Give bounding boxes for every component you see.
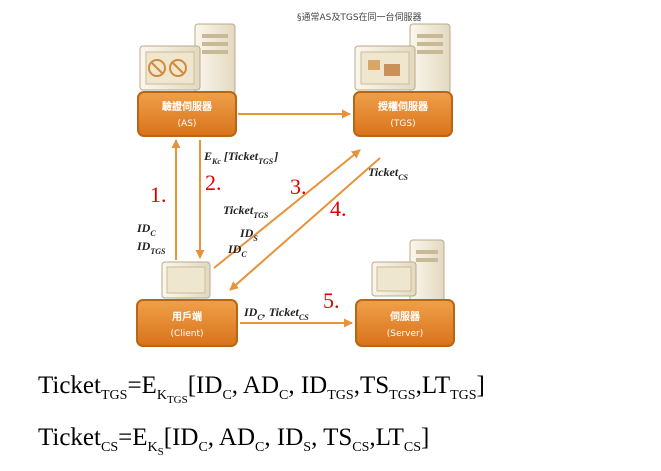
tgs-subtitle: (TGS): [390, 119, 415, 129]
formula-ticket-cs: TicketCS=EKS[IDC, ADC, IDS, TSCS,LTCS]: [38, 424, 430, 458]
step-5: 5.: [323, 288, 340, 313]
as-title: 驗證伺服器: [162, 100, 213, 113]
label-ticket-cs-top: TicketCS: [368, 165, 409, 182]
label-ticket-tgs: TicketTGS: [223, 203, 269, 220]
arrow-client-to-tgs: [213, 149, 361, 269]
server-title: 伺服器: [389, 310, 421, 323]
server-node: 伺服器 (Server): [355, 239, 455, 347]
as-subtitle: (AS): [178, 119, 197, 129]
formula-ticket-tgs: TicketTGS=EKTGS[IDC, ADC, IDTGS,TSTGS,LT…: [38, 372, 485, 406]
client-node: 用戶端 (Client): [136, 261, 238, 347]
tgs-node: 授權伺服器 (TGS): [353, 23, 453, 137]
label-e-kc-ticket-tgs: EKc[TicketTGS]: [203, 149, 278, 166]
client-computer-icon: [161, 261, 211, 304]
step-1: 1.: [150, 182, 167, 207]
as-server-icon: [139, 23, 236, 95]
tgs-box: [353, 91, 453, 137]
label-id-c-mid: IDC: [227, 242, 247, 259]
top-note: §通常AS及TGS在同一台伺服器: [297, 11, 422, 23]
as-box: [137, 91, 237, 137]
label-id-s: IDS: [239, 226, 258, 243]
step-2: 2.: [205, 170, 222, 195]
server-subtitle: (Server): [387, 329, 424, 339]
label-id-c-ticket-cs: IDC, TicketCS: [243, 305, 309, 322]
as-node: 驗證伺服器 (AS): [137, 23, 237, 137]
client-subtitle: (Client): [170, 329, 203, 339]
tgs-server-icon: [354, 23, 451, 95]
step-3: 3.: [290, 174, 307, 199]
client-box: [136, 299, 238, 347]
label-id-c: IDC: [136, 221, 156, 238]
server-box: [355, 299, 455, 347]
client-title: 用戶端: [171, 310, 202, 323]
step-4: 4.: [330, 196, 347, 221]
tgs-title: 授權伺服器: [378, 100, 429, 113]
arrow-tgs-to-client: [229, 157, 381, 291]
server-computer-icon: [371, 239, 445, 303]
label-id-tgs: IDTGS: [136, 239, 166, 256]
